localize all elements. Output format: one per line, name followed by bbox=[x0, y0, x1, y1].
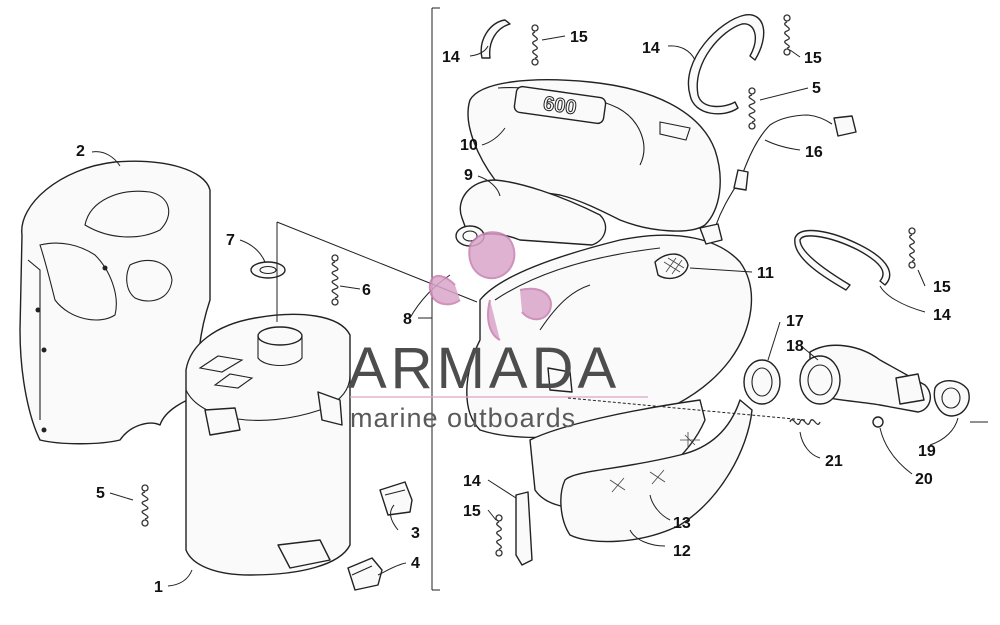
callout-12: 12 bbox=[673, 543, 691, 560]
callout-5-lower: 5 bbox=[96, 485, 105, 502]
spring-part-15-right bbox=[908, 227, 916, 269]
clamp-part-14-large bbox=[687, 14, 765, 115]
clamp-part-14-small bbox=[480, 19, 511, 59]
part-18-outlet-pipe bbox=[799, 344, 932, 413]
part-12-shield bbox=[560, 399, 753, 543]
callout-1: 1 bbox=[154, 579, 163, 596]
spring-part-6 bbox=[331, 254, 339, 306]
emblem-600-label: 600 bbox=[542, 93, 578, 119]
spring-part-15-top-left bbox=[531, 24, 539, 66]
callout-13: 13 bbox=[673, 515, 691, 532]
part-10-manifold bbox=[467, 79, 721, 232]
callout-14-top-left: 14 bbox=[442, 49, 460, 66]
part-2-cover bbox=[19, 160, 211, 445]
part-17-seal bbox=[743, 359, 781, 405]
group-bracket-part-8 bbox=[418, 7, 440, 591]
part-11-expansion-chamber bbox=[466, 223, 753, 439]
callout-15-bottom: 15 bbox=[463, 503, 481, 520]
part-1-muffler bbox=[185, 313, 351, 576]
part-7-grommet bbox=[250, 261, 286, 279]
callout-14-bottom: 14 bbox=[463, 473, 481, 490]
part-16-sensor bbox=[715, 114, 857, 226]
spring-part-15-bottom bbox=[495, 514, 503, 557]
callout-2: 2 bbox=[76, 143, 85, 160]
clamp-part-14-bottom bbox=[515, 491, 533, 566]
callout-15-top-right: 15 bbox=[804, 50, 822, 67]
callout-19: 19 bbox=[918, 443, 936, 460]
callout-14-right: 14 bbox=[933, 307, 951, 324]
callout-5-upper: 5 bbox=[812, 80, 821, 97]
callout-10: 10 bbox=[460, 137, 478, 154]
part-19-gasket bbox=[933, 380, 988, 423]
spring-part-15-top-right bbox=[783, 14, 791, 56]
callout-17: 17 bbox=[786, 313, 804, 330]
callout-6: 6 bbox=[362, 282, 371, 299]
callout-15-right: 15 bbox=[933, 279, 951, 296]
spring-part-5-upper bbox=[748, 87, 756, 130]
callout-7: 7 bbox=[226, 232, 235, 249]
part-4-bracket bbox=[347, 557, 383, 591]
callout-18: 18 bbox=[786, 338, 804, 355]
callout-3: 3 bbox=[411, 525, 420, 542]
callout-8: 8 bbox=[403, 311, 412, 328]
clamp-part-14-right bbox=[794, 229, 891, 291]
callout-14-top-right: 14 bbox=[642, 40, 660, 57]
spring-part-21 bbox=[789, 419, 821, 425]
watermark-brand: ARMADA bbox=[348, 336, 620, 401]
callout-21: 21 bbox=[825, 453, 843, 470]
callout-4: 4 bbox=[411, 555, 420, 572]
callout-15-top-left: 15 bbox=[570, 29, 588, 46]
callout-11: 11 bbox=[757, 265, 774, 282]
part-3-bracket bbox=[379, 481, 413, 516]
callout-9: 9 bbox=[464, 167, 473, 184]
spring-part-5-lower bbox=[141, 484, 149, 527]
watermark-tagline: marine outboards bbox=[350, 403, 576, 433]
callout-20: 20 bbox=[915, 471, 933, 488]
part-20-nut bbox=[872, 416, 884, 428]
watermark-logo bbox=[428, 231, 552, 341]
callout-16: 16 bbox=[805, 144, 823, 161]
